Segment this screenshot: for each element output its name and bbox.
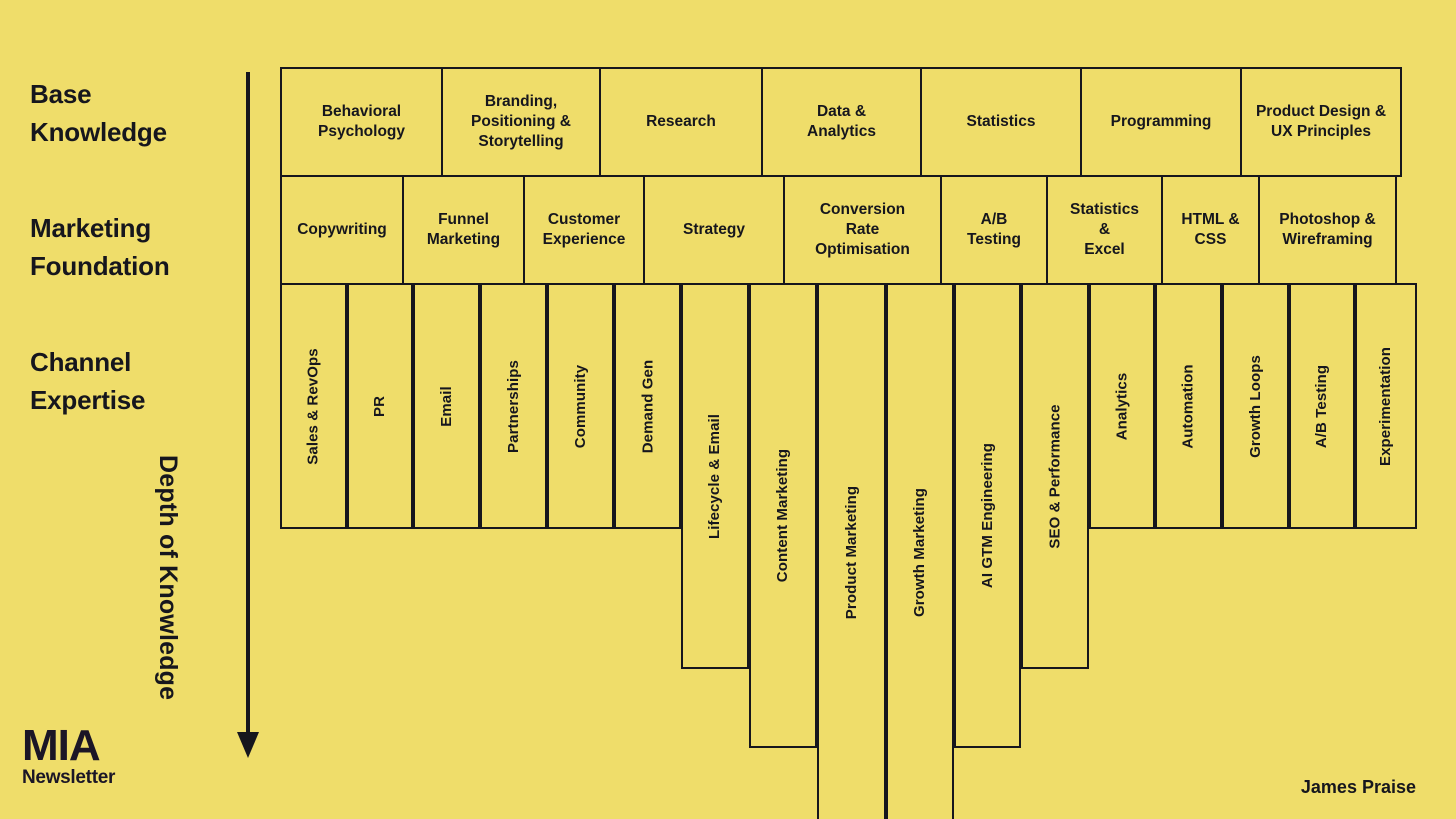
- channel-column: Growth Marketing: [886, 283, 954, 819]
- pyramid-cell: Programming: [1079, 67, 1243, 177]
- row-label-base-knowledge: Base Knowledge: [30, 79, 167, 147]
- pyramid-cell: HTML & CSS: [1160, 175, 1261, 285]
- depth-axis-label: Depth of Knowledge: [154, 455, 182, 701]
- channel-column: PR: [347, 283, 413, 529]
- author-credit: James Praise: [1300, 777, 1416, 797]
- pyramid-cell: Statistics & Excel: [1046, 175, 1163, 285]
- channel-column-label: AI GTM Engineering: [979, 442, 997, 589]
- pyramid-cell: Customer Experience: [523, 175, 645, 285]
- pyramid-cell: A/B Testing: [939, 175, 1049, 285]
- channel-column-label: Product Marketing: [843, 485, 861, 620]
- channel-column-label: Lifecycle & Email: [706, 413, 724, 539]
- row-label-marketing-foundation: Marketing Foundation: [30, 213, 170, 281]
- channel-column: Content Marketing: [749, 283, 817, 748]
- channel-column-label: SEO & Performance: [1046, 403, 1064, 549]
- row-label-channel-expertise: Channel Expertise: [30, 347, 146, 415]
- brand-subtitle: Newsletter: [22, 767, 116, 789]
- channel-column-label: Analytics: [1113, 372, 1131, 440]
- channel-column-label: Demand Gen: [639, 359, 656, 453]
- channel-column: Email: [413, 283, 480, 529]
- channel-column-label: Partnerships: [505, 359, 522, 453]
- pyramid-cell: Behavioral Psychology: [280, 67, 443, 177]
- band-channel-expertise: Sales & RevOps PR Email Partnerships Communi…: [280, 283, 1417, 819]
- brand-logo: MIA Newsletter: [22, 721, 116, 789]
- channel-column: Growth Loops: [1222, 283, 1289, 529]
- arrow-head-icon: [237, 732, 259, 758]
- channel-column-label: A/B Testing: [1313, 364, 1331, 448]
- pyramid-cell: Product Design & UX Principles: [1240, 67, 1402, 177]
- channel-column-label: Sales & RevOps: [305, 347, 322, 465]
- channel-column-label: Email: [438, 385, 455, 427]
- pyramid-cell: Photoshop & Wireframing: [1258, 175, 1397, 285]
- depth-of-knowledge-arrow: [237, 72, 273, 772]
- channel-column: Automation: [1155, 283, 1222, 529]
- channel-column: Demand Gen: [614, 283, 681, 529]
- channel-column: A/B Testing: [1289, 283, 1355, 529]
- pyramid-cell: Conversion Rate Optimisation: [783, 175, 942, 285]
- channel-column: Partnerships: [480, 283, 547, 529]
- channel-column: Community: [547, 283, 614, 529]
- channel-column-label: Content Marketing: [774, 448, 792, 583]
- pyramid-cell: Strategy: [642, 175, 786, 285]
- channel-column: Product Marketing: [817, 283, 886, 819]
- pyramid-cell: Research: [599, 67, 763, 177]
- channel-column: Sales & RevOps: [280, 283, 347, 529]
- arrow-shaft: [246, 72, 250, 740]
- channel-column: Lifecycle & Email: [681, 283, 749, 669]
- channel-column: Experimentation: [1355, 283, 1417, 529]
- pyramid-cell: Funnel Marketing: [401, 175, 526, 285]
- pyramid-cell: Data & Analytics: [760, 67, 923, 177]
- channel-column-label: Community: [572, 364, 589, 448]
- pyramid-cell: Branding, Positioning & Storytelling: [440, 67, 602, 177]
- channel-column-label: Automation: [1180, 363, 1198, 449]
- channel-column-label: PR: [371, 395, 389, 417]
- channel-column-label: Experimentation: [1377, 346, 1395, 466]
- pyramid-cell: Statistics: [920, 67, 1082, 177]
- channel-column-label: Growth Marketing: [911, 487, 929, 618]
- channel-column: Analytics: [1089, 283, 1155, 529]
- pyramid-cell: Copywriting: [280, 175, 404, 285]
- channel-column: AI GTM Engineering: [954, 283, 1021, 748]
- channel-column-label: Growth Loops: [1247, 354, 1265, 458]
- brand-title: MIA: [22, 721, 101, 770]
- channel-column: SEO & Performance: [1021, 283, 1089, 669]
